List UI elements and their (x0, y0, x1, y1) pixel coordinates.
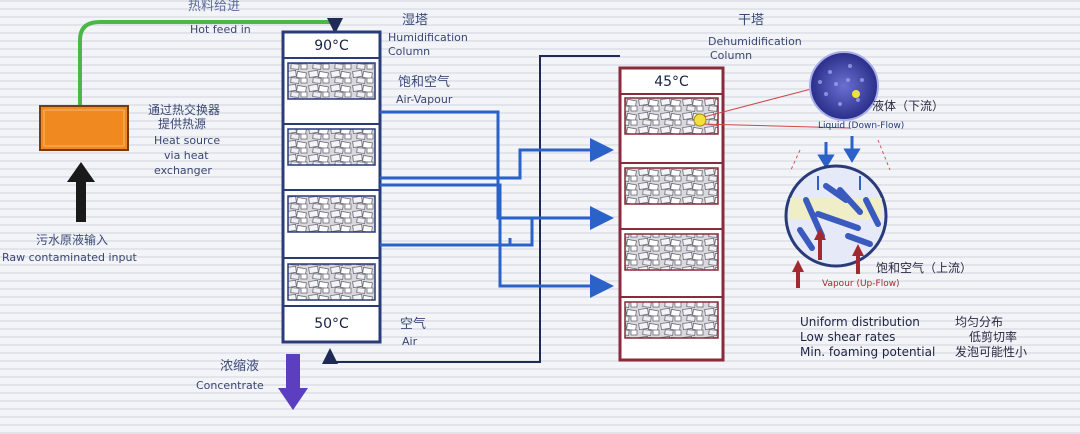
hum-top-temp: 90°C (314, 38, 349, 54)
dehumidification-zh: 干塔 (738, 13, 765, 28)
feature-zh-2: 低剪切率 (969, 330, 1018, 344)
hum-bottom-temp: 50°C (314, 316, 349, 332)
hum-packing-1 (287, 62, 376, 100)
heat-source-zh-1: 通过热交换器 (148, 103, 221, 117)
humidification-en-2: Column (388, 45, 431, 58)
liquid-flow-zh: 液体（下流） (872, 99, 945, 113)
air-vapour-en: Air-Vapour (396, 93, 453, 106)
feature-en-3: Min. foaming potential (800, 345, 936, 359)
air-zh: 空气 (400, 317, 427, 332)
upflow-arrows (792, 228, 864, 288)
air-en: Air (402, 335, 418, 348)
vapour-line-5 (420, 218, 534, 247)
dehum-packing-3 (624, 233, 719, 271)
hot-feed-zh: 热料给进 (188, 0, 241, 14)
heat-source-en-1: Heat source (154, 134, 221, 147)
feature-en-1: Uniform distribution (800, 315, 920, 329)
dashed-rays (789, 139, 891, 173)
vapour-flow-en: Vapour (Up-Flow) (822, 279, 900, 289)
hum-packing-4 (287, 263, 376, 301)
zoom-point (693, 113, 707, 127)
concentrate-arrow-head (278, 388, 308, 410)
hum-packing-2 (287, 128, 376, 166)
heat-source-zh-2: 提供热源 (158, 117, 207, 131)
concentrate-zh: 浓缩液 (220, 359, 260, 374)
liquid-flow-en: Liquid (Down-Flow) (818, 121, 905, 131)
humidification-en-1: Humidification (388, 31, 468, 44)
dehum-top-temp: 45°C (654, 74, 689, 90)
dehum-packing-4 (624, 301, 719, 339)
feature-en-2: Low shear rates (800, 330, 896, 344)
return-air-line (322, 55, 620, 364)
raw-input-arrow-shaft (76, 180, 86, 222)
vapour-line-1 (380, 110, 614, 230)
hum-packing-3 (287, 195, 376, 233)
dehumidification-en-1: Dehumidification (708, 35, 802, 48)
concentrate-arrow-shaft (286, 354, 300, 390)
heat-exchanger-box (39, 105, 129, 151)
feature-zh-3: 发泡可能性小 (955, 345, 1028, 359)
liquid-droplet-sphere (809, 51, 879, 121)
vapour-line-4 (380, 183, 614, 298)
humidification-zh: 湿塔 (402, 13, 429, 28)
raw-input-arrow-head (67, 162, 95, 182)
feature-zh-1: 均匀分布 (955, 315, 1004, 329)
heat-source-en-2: via heat (164, 149, 209, 162)
raw-input-en: Raw contaminated input (2, 251, 137, 264)
downflow-arrows (817, 136, 861, 169)
vapour-flow-zh: 饱和空气（上流） (876, 261, 973, 275)
air-vapour-zh: 饱和空气 (398, 75, 451, 90)
dehum-packing-2 (624, 167, 719, 205)
raw-input-zh: 污水原液输入 (36, 233, 109, 247)
heat-source-en-3: exchanger (154, 164, 212, 177)
dehumidification-en-2: Column (710, 49, 753, 62)
concentrate-en: Concentrate (196, 379, 264, 392)
hot-feed-line (78, 20, 337, 106)
hot-feed-en: Hot feed in (190, 23, 251, 36)
vapour-line-2 (380, 138, 614, 180)
